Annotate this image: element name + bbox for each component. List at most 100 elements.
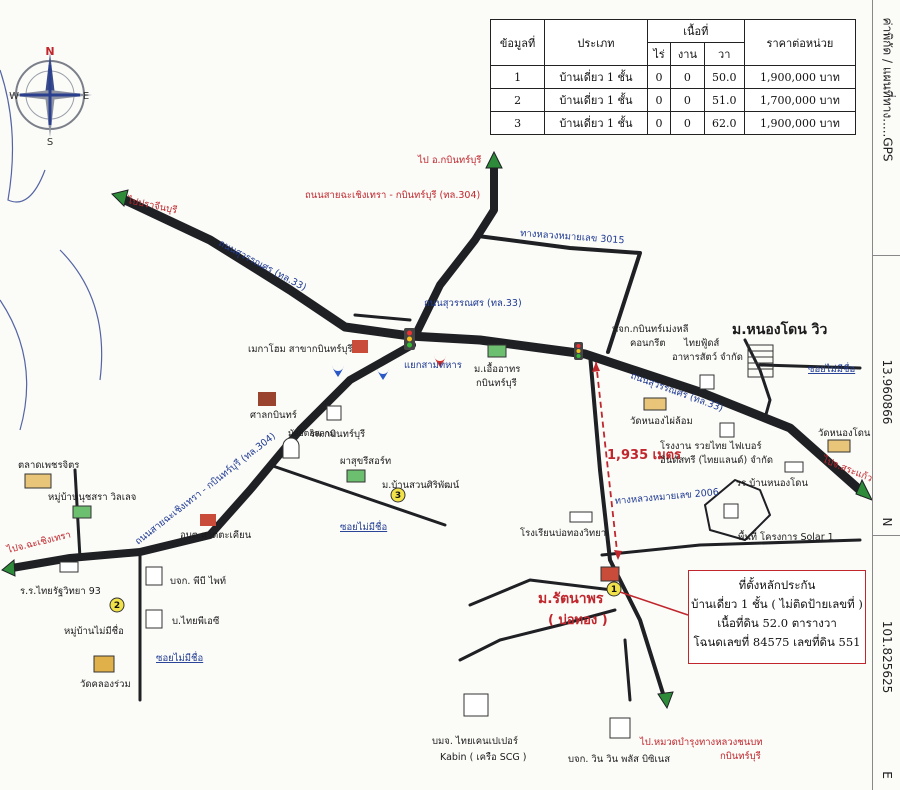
collateral-info-box: ที่ตั้งหลักประกัน บ้านเดี่ยว 1 ชั้น ( ไม… <box>688 570 866 664</box>
mosque-icon <box>282 437 300 459</box>
cell-type: บ้านเดี่ยว 1 ชั้น <box>544 88 648 112</box>
compass-rose-icon: N S E W <box>8 45 92 148</box>
marker-2: 2 <box>114 601 120 611</box>
cell-type: บ้านเดี่ยว 1 ชั้น <box>544 111 648 135</box>
cell-type: บ้านเดี่ยว 1 ชั้น <box>544 65 648 89</box>
cell-ngan: 0 <box>670 88 705 112</box>
markers: 1 2 3 <box>109 487 689 616</box>
cell-wa: 50.0 <box>703 65 745 89</box>
highway-3015 <box>476 234 642 354</box>
label-soi-unnamed-3: ซอยไม่มีชื่อ <box>156 651 203 664</box>
school-bothong-icon <box>569 511 593 523</box>
label-to-highway-unit: ไป.หมวดบำรุงทางหลวงชนบท <box>639 736 763 748</box>
cell-no: 3 <box>489 111 546 135</box>
th-wa: วา <box>703 42 745 66</box>
cell-ngan: 0 <box>670 111 705 135</box>
label-road-33-mid: ถนนสุวรรณศร (ทล.33) <box>424 298 522 309</box>
factory-winwin-icon <box>609 717 631 739</box>
label-road-33-left: ถนนสุวรรณศร (ทล.33) <box>217 238 308 294</box>
fuel-drop-2-icon <box>377 368 389 380</box>
compass-w: W <box>9 91 19 102</box>
label-highway-2006: ทางหลวงหมายเลข 2006 <box>614 487 719 507</box>
school93-icon <box>59 561 79 573</box>
marker-1: 1 <box>611 585 617 595</box>
label-thaifood1: ไทยฟู้ดส์ <box>683 337 720 349</box>
label-thaikent1: บมจ. ไทยเคนเปเปอร์ <box>432 735 518 747</box>
megahome-icon <box>352 340 368 353</box>
cell-wa: 51.0 <box>703 88 745 112</box>
road-arrows <box>1 150 874 710</box>
cell-rai: 0 <box>646 65 672 89</box>
hospital-icon <box>326 405 342 421</box>
market-icon <box>24 473 52 489</box>
table-row: 1 บ้านเดี่ยว 1 ชั้น 0 0 50.0 1,900,000 บ… <box>489 65 857 89</box>
label-wat-khlong: วัดคลองร่วม <box>80 679 131 690</box>
th-price: ราคาต่อหน่วย <box>743 19 857 66</box>
gps-side-strip: ค่าพิกัด / แผนที่ทาง.....GPS 13.960866 N… <box>872 0 900 790</box>
cell-no: 2 <box>489 88 546 112</box>
obt-icon <box>200 514 216 526</box>
roads <box>8 164 867 702</box>
label-to-kabinburi: ไป อ.กบินทร์บุรี <box>417 154 481 166</box>
info-line-2: บ้านเดี่ยว 1 ชั้น ( ไม่ติดป้ายเลขที่ ) <box>691 597 863 611</box>
lon-e: E <box>880 771 894 779</box>
label-sala: ศาลกบินทร์ <box>250 409 297 421</box>
price-table: ข้อมูลที่ ประเภท เนื้อที่ ราคาต่อหน่วย ไ… <box>489 19 857 135</box>
label-bothong: ( บ่อทอง ) <box>548 613 608 628</box>
arrow-chachoengsao-icon <box>1 558 16 577</box>
arrow-prachinburi-icon <box>111 189 129 207</box>
label-market: ตลาดเพชรจิตร <box>18 460 79 471</box>
label-suan: ม.บ้านสวนศิริพัฒน์ <box>382 479 460 491</box>
label-factory1: โรงงาน รวยไทย ไฟเบอร์ <box>660 440 762 452</box>
sala-icon <box>258 392 276 406</box>
road-south <box>623 638 632 702</box>
resort-icon <box>346 469 366 483</box>
label-to-highway-unit-2: กบินทร์บุรี <box>720 750 761 762</box>
cell-price: 1,700,000 บาท <box>743 88 857 112</box>
factory-food-icon <box>699 374 715 390</box>
compass-n: N <box>45 45 54 58</box>
moo-ua-icon <box>487 344 507 358</box>
label-road-304-top: ถนนสายฉะเชิงเทรา - กบินทร์บุรี (ทล.304) <box>305 189 480 201</box>
label-factory2: อินดัสทรี (ไทยแลนด์) จำกัด <box>660 454 773 466</box>
factory-pb-icon <box>145 566 163 586</box>
hand-sketch <box>0 69 103 431</box>
place-labels: เมกาโฮม สาขากบินทร์บุรี ศาลกบินทร์ แยกสา… <box>18 320 871 765</box>
label-pp: บจก. พีบี ไพท์ <box>170 575 226 587</box>
label-junction: แยกสามทหาร <box>404 360 462 371</box>
side-divider <box>873 255 900 256</box>
label-resort: ผาสุขรีสอร์ท <box>340 455 391 467</box>
marker-3: 3 <box>395 491 401 501</box>
landmark-icons <box>24 328 851 739</box>
village1-icon <box>72 505 92 519</box>
label-wat-nongdon: วัดหนองโดน <box>818 427 871 439</box>
table-row: 2 บ้านเดี่ยว 1 ชั้น 0 0 51.0 1,700,000 บ… <box>489 88 857 112</box>
cell-ngan: 0 <box>670 65 705 89</box>
label-megahome: เมกาโฮม สาขากบินทร์บุรี <box>248 343 353 355</box>
label-thaipiez: บ.ไทยพีเอซี <box>172 615 220 627</box>
wat-khlong-icon <box>93 655 115 673</box>
label-distance: 1,935 เมตร <box>607 448 681 463</box>
factory-thaikent-icon <box>463 693 489 717</box>
distance-marker <box>592 361 622 561</box>
solar-outline <box>704 479 771 541</box>
road-bothong-2 <box>458 608 617 662</box>
label-village2: หมู่บ้านไม่มีชื่อ <box>64 624 124 637</box>
road-solar <box>600 538 862 557</box>
label-thaifood2: อาหารสัตว์ จำกัด <box>672 351 743 363</box>
label-school93: ร.ร.ไทยรัฐวิทยา 93 <box>20 585 101 597</box>
factory-thaipiez-icon <box>145 609 163 629</box>
latitude: 13.960866 <box>880 359 894 425</box>
label-mosque: มัสยิดอิสลาม <box>288 429 335 439</box>
highway-2006 <box>588 352 667 702</box>
lat-n: N <box>880 517 894 527</box>
label-winwin: บจก. วิน วิน พลัส บิซิเนส <box>568 754 670 765</box>
road-304-south <box>8 341 416 572</box>
wat-nongdon-icon <box>827 439 851 453</box>
road-33 <box>120 195 867 497</box>
label-village1: หมู่บ้านนุชสรา วิลเลจ <box>48 492 136 503</box>
soi-suan <box>268 463 447 527</box>
arrow-south-icon <box>657 691 674 710</box>
fuel-drop-3-icon <box>434 355 446 367</box>
label-nongdon-view: ม.หนองโดน วิว <box>732 320 828 338</box>
